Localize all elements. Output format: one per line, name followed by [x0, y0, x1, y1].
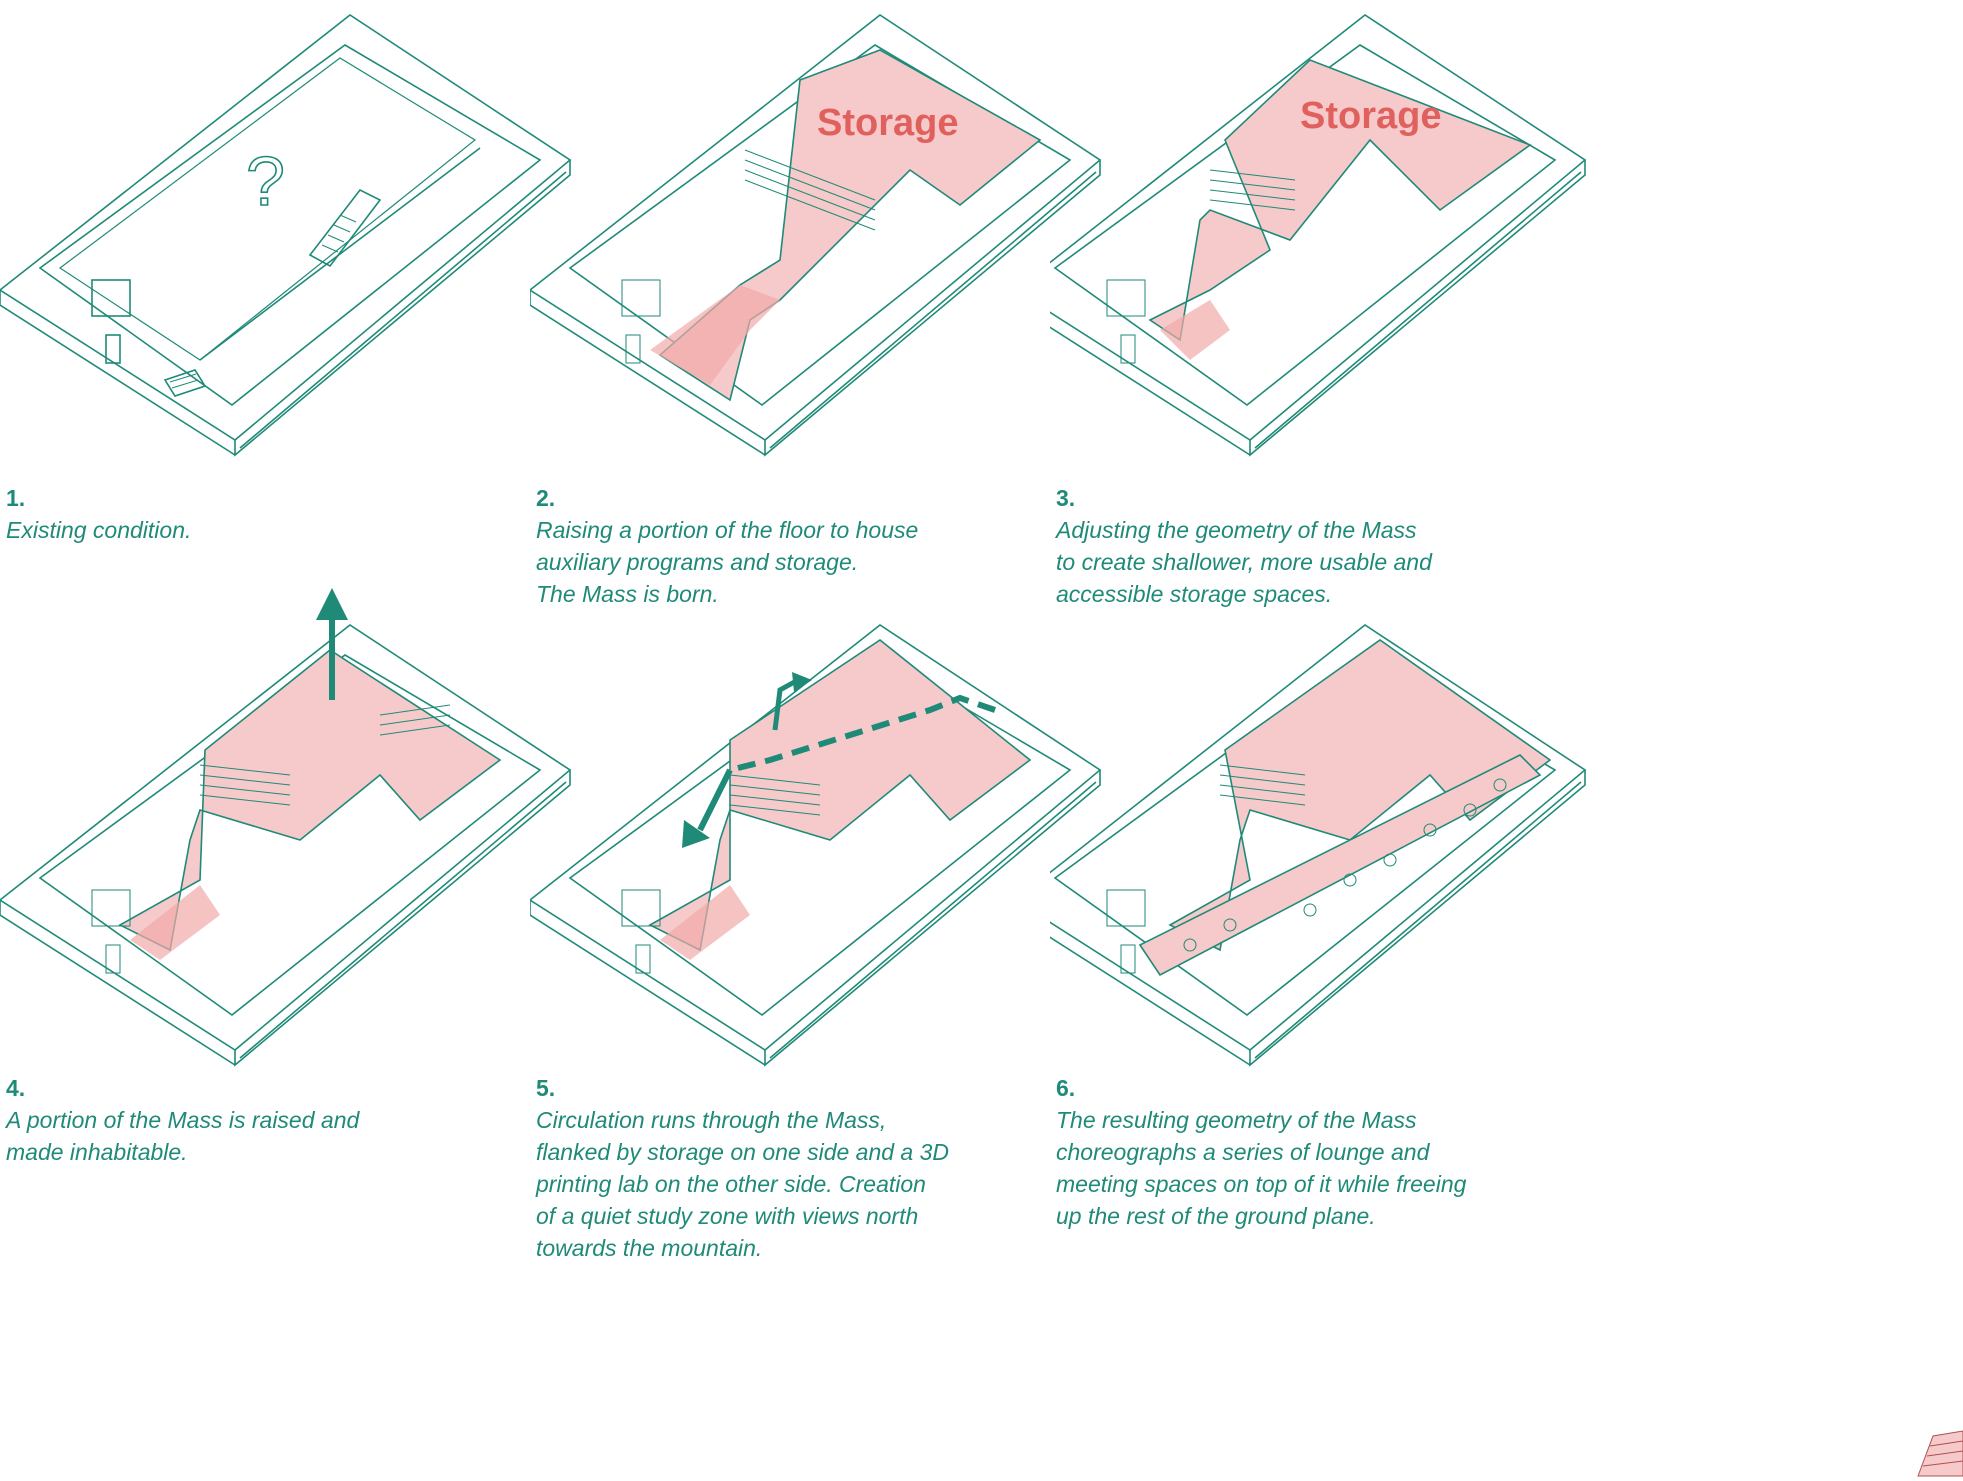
diagram-panel-5: 5. Circulation runs through the Mass, fl…: [530, 580, 1184, 1320]
caption-1: 1. Existing condition.: [6, 450, 191, 546]
diagram-panel-1: ? 1. Existing condition.: [0, 0, 654, 740]
caption-number: 1.: [6, 485, 26, 511]
caption-text: The resulting geometry of the Mass chore…: [1056, 1107, 1467, 1229]
storage-label: Storage: [817, 102, 958, 144]
caption-text: Existing condition.: [6, 517, 192, 543]
diagram-panel-4: 4. A portion of the Mass is raised and m…: [0, 580, 654, 1320]
caption-text: Adjusting the geometry of the Mass to cr…: [1056, 517, 1432, 607]
corner-stack-icon: [1917, 1430, 1963, 1477]
caption-number: 2.: [536, 485, 556, 511]
caption-number: 3.: [1056, 485, 1076, 511]
diagram-panel-3: Storage 3. Adjusting the geometry of the…: [1050, 0, 1704, 740]
caption-text: Raising a portion of the floor to house …: [536, 517, 919, 607]
question-mark-icon: ?: [246, 142, 285, 220]
axonometric-drawing-1: ?: [0, 14, 572, 457]
caption-3: 3. Adjusting the geometry of the Mass to…: [1056, 450, 1432, 610]
caption-4: 4. A portion of the Mass is raised and m…: [6, 1040, 359, 1168]
caption-text: Circulation runs through the Mass, flank…: [536, 1107, 950, 1261]
circulation-path-icon: [682, 672, 996, 848]
caption-number: 4.: [6, 1075, 26, 1101]
diagram-panel-6: 6. The resulting geometry of the Mass ch…: [1050, 580, 1704, 1320]
axonometric-drawing-6: [1050, 624, 1587, 1067]
caption-5: 5. Circulation runs through the Mass, fl…: [536, 1040, 949, 1264]
axonometric-drawing-3: Storage: [1050, 14, 1587, 457]
axonometric-drawing-2: Storage: [530, 14, 1102, 457]
axonometric-drawing-4: [0, 588, 572, 1067]
diagram-panel-2: Storage 2. Raising a portion of the floo…: [530, 0, 1184, 740]
caption-number: 6.: [1056, 1075, 1076, 1101]
caption-number: 5.: [536, 1075, 556, 1101]
caption-2: 2. Raising a portion of the floor to hou…: [536, 450, 918, 610]
axonometric-drawing-5: [530, 624, 1102, 1067]
up-arrow-icon: [316, 588, 348, 700]
caption-6: 6. The resulting geometry of the Mass ch…: [1056, 1040, 1466, 1232]
storage-label: Storage: [1300, 95, 1441, 137]
caption-text: A portion of the Mass is raised and made…: [6, 1107, 360, 1165]
